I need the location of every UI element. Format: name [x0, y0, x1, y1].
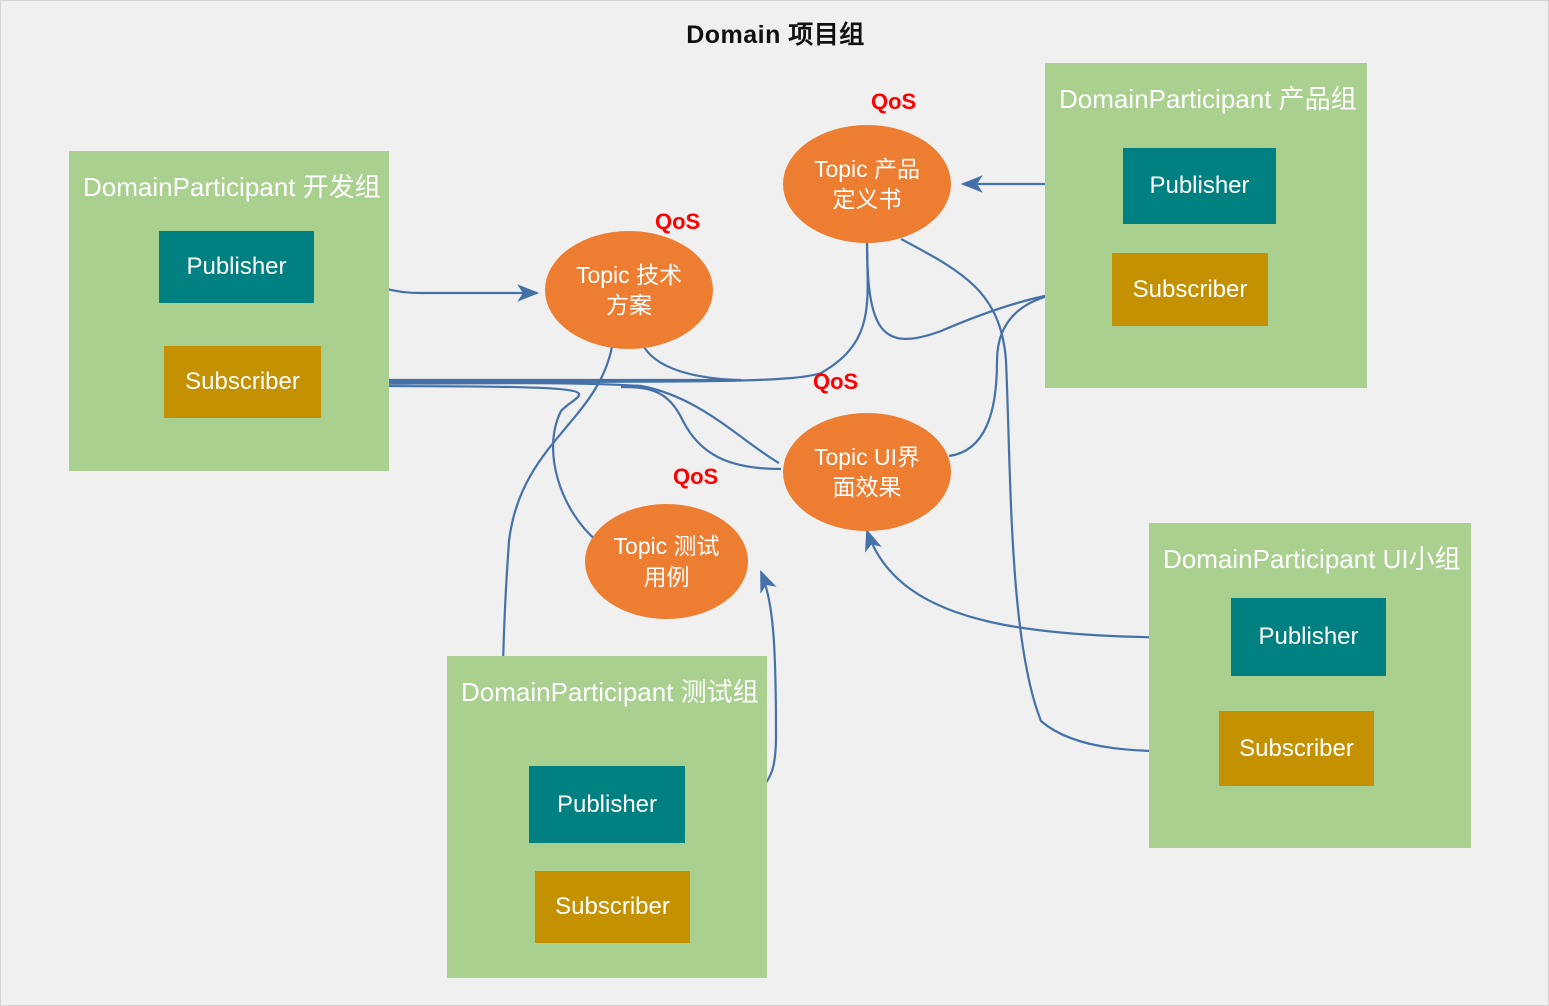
- topic-tech-line1: Topic 技术: [575, 261, 683, 288]
- participant-test-title: DomainParticipant 测试组: [461, 677, 759, 707]
- participant-ui-publisher-label: Publisher: [1258, 623, 1359, 650]
- qos-label-ui-effect: QoS: [813, 369, 859, 394]
- participant-product-title: DomainParticipant 产品组: [1059, 84, 1357, 114]
- edge-uieffect-to-dev-sub: [328, 375, 780, 464]
- participant-ui-subscriber-label: Subscriber: [1239, 734, 1354, 762]
- edge-tech-to-dev-sub: [328, 340, 742, 389]
- participant-product-subscriber-label: Subscriber: [1132, 275, 1248, 303]
- participant-test[interactable]: DomainParticipant 测试组 Publisher Subscrib…: [447, 656, 767, 978]
- edge-uieffect-to-testcase: [620, 385, 782, 471]
- participant-ui-publisher[interactable]: Publisher: [1231, 598, 1386, 676]
- qos-label-tech: QoS: [655, 209, 701, 234]
- page-title: Domain 项目组: [686, 21, 865, 49]
- participant-test-subscriber[interactable]: Subscriber: [535, 871, 690, 943]
- topic-product-definition-line1: Topic 产品: [813, 155, 921, 182]
- participant-dev-title: DomainParticipant 开发组: [83, 172, 381, 202]
- participant-product[interactable]: DomainParticipant 产品组 Publisher Subscrib…: [1045, 63, 1367, 388]
- qos-label-test-case: QoS: [673, 464, 719, 489]
- topic-ui-effect[interactable]: Topic UI界 面效果: [783, 413, 951, 531]
- participant-dev-publisher-label: Publisher: [186, 253, 287, 280]
- participant-test-publisher-label: Publisher: [556, 790, 658, 818]
- topic-test-case-line2: 用例: [643, 563, 690, 590]
- topic-product-definition[interactable]: Topic 产品 定义书: [783, 125, 951, 243]
- participant-dev-subscriber-label: Subscriber: [185, 368, 300, 395]
- topic-tech-line2: 方案: [606, 292, 652, 318]
- participant-dev[interactable]: DomainParticipant 开发组 Publisher Subscrib…: [69, 151, 389, 471]
- participant-test-subscriber-label: Subscriber: [555, 893, 670, 920]
- participant-ui-subscriber[interactable]: Subscriber: [1219, 711, 1374, 786]
- topic-product-definition-line2: 定义书: [832, 186, 902, 212]
- topic-test-case-line1: Topic 测试: [613, 533, 720, 560]
- participant-product-subscriber[interactable]: Subscriber: [1112, 253, 1268, 326]
- participant-dev-subscriber[interactable]: Subscriber: [164, 346, 321, 418]
- topic-ui-effect-line1: Topic UI界: [813, 443, 921, 470]
- participant-test-publisher[interactable]: Publisher: [529, 766, 685, 843]
- topic-test-case[interactable]: Topic 测试 用例: [585, 504, 748, 619]
- participant-ui[interactable]: DomainParticipant UI小组 Publisher Subscri…: [1149, 523, 1471, 848]
- topic-tech[interactable]: Topic 技术 方案: [545, 231, 713, 349]
- participant-product-publisher[interactable]: Publisher: [1123, 148, 1276, 224]
- qos-label-product-definition: QoS: [871, 89, 917, 114]
- participant-dev-publisher[interactable]: Publisher: [159, 231, 314, 303]
- topic-ui-effect-line2: 面效果: [832, 474, 902, 500]
- participant-product-publisher-label: Publisher: [1149, 172, 1250, 199]
- participant-ui-title: DomainParticipant UI小组: [1163, 544, 1461, 574]
